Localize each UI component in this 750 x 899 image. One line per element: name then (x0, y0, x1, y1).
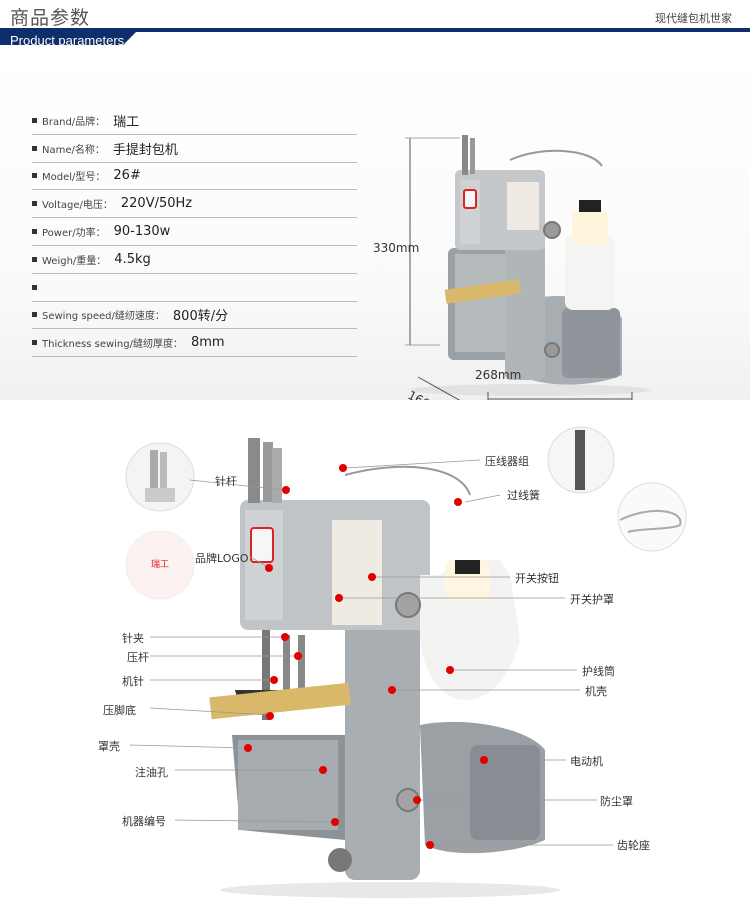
header-divider (0, 28, 750, 32)
label-presser-foot: 压脚底 (103, 704, 136, 717)
marker-housing (388, 686, 396, 694)
param-value: 手提封包机 (112, 142, 178, 158)
machine-illustration-parts (125, 426, 687, 898)
param-label: Brand/品牌： (42, 116, 106, 128)
label-presser-group: 压线器组 (485, 455, 529, 468)
param-row-sewing-speed: Sewing speed/缝纫速度： 800转/分 (32, 302, 357, 330)
label-needle: 机针 (122, 675, 144, 688)
label-presser-bar: 压杆 (127, 651, 149, 664)
bullet-icon (32, 173, 37, 179)
bullet-icon (32, 340, 37, 346)
param-label: Voltage/电压： (42, 200, 113, 212)
page-header: 商品参数 现代缝包机世家 Product parameters (0, 0, 750, 50)
label-oil-hole: 注油孔 (135, 766, 168, 779)
height-dimension: 330mm (373, 241, 420, 255)
label-needle-clamp: 针夹 (122, 632, 144, 645)
param-row-empty (32, 274, 357, 302)
param-row-thickness: Thickness sewing/缝纫厚度： 8mm (32, 329, 357, 358)
marker-dust-cover (413, 796, 421, 804)
marker-thread-spring (454, 498, 462, 506)
label-gear-base: 齿轮座 (617, 839, 650, 852)
param-row-name: Name/名称： 手提封包机 (32, 135, 357, 163)
param-value: 瑞工 (113, 114, 140, 130)
label-thread-spring: 过线簧 (507, 489, 540, 502)
label-needle-bar: 针杆 (215, 475, 237, 488)
bullet-icon (32, 256, 37, 262)
marker-needle-bar (282, 486, 290, 494)
parameter-list: Brand/品牌： 瑞工 Name/名称： 手提封包机 Model/型号： 26# V… (32, 107, 357, 358)
param-label: Name/名称： (42, 144, 105, 156)
label-dust-cover: 防尘罩 (600, 795, 633, 808)
param-label: Power/功率： (42, 228, 106, 240)
marker-gear-base (426, 841, 434, 849)
bullet-icon (32, 312, 37, 318)
machine-illustration-top (405, 135, 650, 400)
param-label: Model/型号： (42, 172, 106, 184)
marker-switch-button (368, 573, 376, 581)
bullet-icon (32, 229, 37, 235)
parameters-section: 330mm 160mm 268mm (0, 50, 750, 422)
marker-cover-shell (244, 744, 252, 752)
marker-motor (480, 756, 488, 764)
param-row-brand: Brand/品牌： 瑞工 (32, 107, 357, 135)
label-brand-logo: 品牌LOGO (195, 552, 249, 565)
bullet-icon (32, 117, 37, 123)
param-label: Thickness sewing/缝纫厚度： (42, 339, 183, 351)
width-dimension: 268mm (475, 368, 522, 382)
header-subtitle: Product parameters (10, 33, 125, 48)
label-thread-guard: 护线筒 (582, 665, 615, 678)
header-title: 商品参数 (10, 7, 91, 29)
param-row-weight: Weigh/重量： 4.5kg (32, 246, 357, 274)
brand-logo-mark: 瑞工 (150, 560, 169, 570)
param-value: 4.5kg (114, 251, 151, 267)
param-row-model: Model/型号： 26# (32, 163, 357, 191)
bullet-icon (32, 145, 37, 151)
label-cover-shell: 罩壳 (98, 740, 120, 753)
marker-presser-group (339, 464, 347, 472)
param-value: 800转/分 (172, 309, 229, 325)
bullet-icon (32, 284, 37, 290)
header-tab (0, 28, 140, 45)
bullet-icon (32, 201, 37, 207)
param-value: 8mm (190, 335, 225, 351)
marker-needle (270, 676, 278, 684)
param-label: Sewing speed/缝纫速度： (42, 311, 165, 323)
param-row-power: Power/功率： 90-130w (32, 218, 357, 246)
marker-serial-number (331, 818, 339, 826)
marker-brand-logo (265, 564, 273, 572)
marker-thread-guard (446, 666, 454, 674)
param-value: 26# (113, 168, 141, 184)
marker-presser-foot (266, 712, 274, 720)
param-row-voltage: Voltage/电压： 220V/50Hz (32, 190, 357, 219)
param-label: Weigh/重量： (42, 255, 107, 267)
header-brand-slogan: 现代缝包机世家 (655, 12, 732, 25)
parts-diagram-section: 针杆 压线器组 过线簧 品牌LOGO 开关按钮 开关护罩 针夹 压杆 护线筒 机… (0, 400, 750, 899)
marker-needle-clamp (281, 633, 289, 641)
param-value: 90-130w (113, 224, 171, 240)
marker-presser-bar (294, 652, 302, 660)
marker-switch-cover (335, 594, 343, 602)
label-switch-button: 开关按钮 (515, 572, 559, 585)
label-housing: 机壳 (585, 685, 607, 698)
label-serial-number: 机器编号 (122, 815, 166, 828)
param-value: 220V/50Hz (120, 196, 193, 212)
label-motor: 电动机 (570, 755, 603, 768)
label-switch-cover: 开关护罩 (570, 593, 614, 606)
marker-oil-hole (319, 766, 327, 774)
